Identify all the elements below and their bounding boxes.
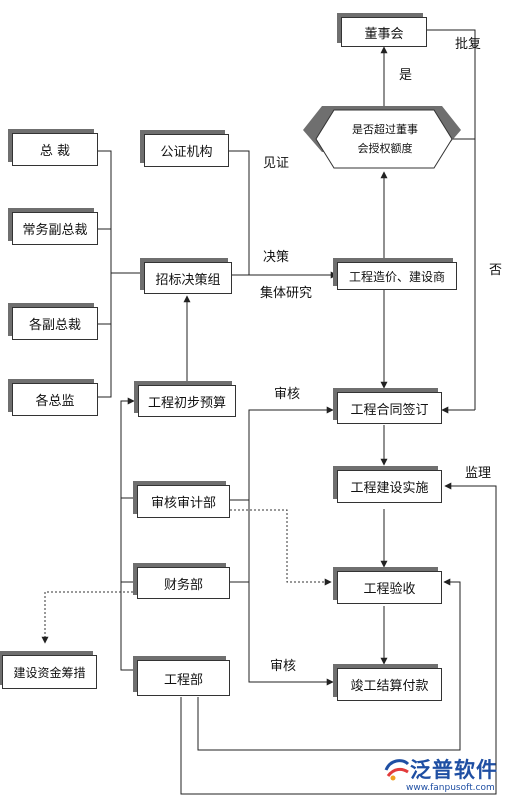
- bid-group-node[interactable]: 招标决策组: [144, 262, 232, 294]
- dept-to-budget-arrow: [120, 397, 135, 498]
- logo-url: www.fanpusoft.com: [406, 783, 495, 793]
- eng-to-acceptance-arrow: [197, 578, 461, 751]
- directors-node[interactable]: 各总监: [12, 383, 98, 416]
- fanpu-logo-icon: [384, 759, 410, 781]
- notary-node[interactable]: 公证机构: [144, 134, 229, 167]
- yes-label: 是: [399, 68, 413, 83]
- vps-node[interactable]: 各副总裁: [12, 307, 98, 340]
- approve-no-loop: [427, 29, 476, 410]
- review-label-bottom: 审核: [270, 659, 297, 674]
- construction-node[interactable]: 工程建设实施: [337, 470, 442, 503]
- no-label: 否: [489, 263, 503, 278]
- audit-dept-node[interactable]: 审核审计部: [137, 485, 230, 518]
- audit-to-acceptance-dotted: [230, 509, 332, 586]
- finance-review-line: [230, 500, 250, 583]
- president-node[interactable]: 总 裁: [12, 133, 98, 166]
- finance-node[interactable]: 财务部: [137, 567, 230, 599]
- decide-label: 决策: [263, 250, 290, 265]
- brand-logo: 泛普软件 www.fanpusoft.com: [384, 754, 508, 798]
- decision-line-2: 会授权额度: [357, 142, 413, 155]
- audit-to-contract-arrow: [230, 406, 334, 501]
- exec-bracket-line: [98, 150, 112, 398]
- prelim-budget-node[interactable]: 工程初步预算: [138, 385, 236, 417]
- approve-label: 批复: [455, 37, 482, 52]
- acceptance-node[interactable]: 工程验收: [337, 571, 442, 604]
- logo-text: 泛普软件: [410, 758, 498, 782]
- contract-node[interactable]: 工程合同签订: [337, 392, 442, 424]
- finance-to-fund-dotted: [41, 591, 133, 644]
- decision-line-1: 是否超过董事: [352, 123, 418, 136]
- review-label-top: 审核: [274, 387, 301, 402]
- review-to-settlement-arrow: [248, 582, 334, 686]
- collective-label: 集体研究: [260, 286, 313, 301]
- settlement-node[interactable]: 竣工结算付款: [337, 668, 442, 701]
- supervise-label: 监理: [465, 466, 492, 481]
- fund-raising-node[interactable]: 建设资金筹措: [2, 655, 97, 689]
- exec-vp-node[interactable]: 常务副总裁: [12, 212, 98, 245]
- eng-to-construction-arrow: [180, 482, 497, 795]
- decision-hexagon: [315, 109, 453, 169]
- notary-witness-line: [229, 150, 250, 275]
- dept-bracket-line: [120, 497, 133, 671]
- board-node[interactable]: 董事会: [341, 17, 427, 47]
- engineering-node[interactable]: 工程部: [137, 660, 230, 696]
- cost-builder-node[interactable]: 工程造价、建设商: [337, 262, 457, 290]
- witness-label: 见证: [263, 156, 290, 171]
- decision-node-text: 是否超过董事 会授权额度: [318, 116, 452, 162]
